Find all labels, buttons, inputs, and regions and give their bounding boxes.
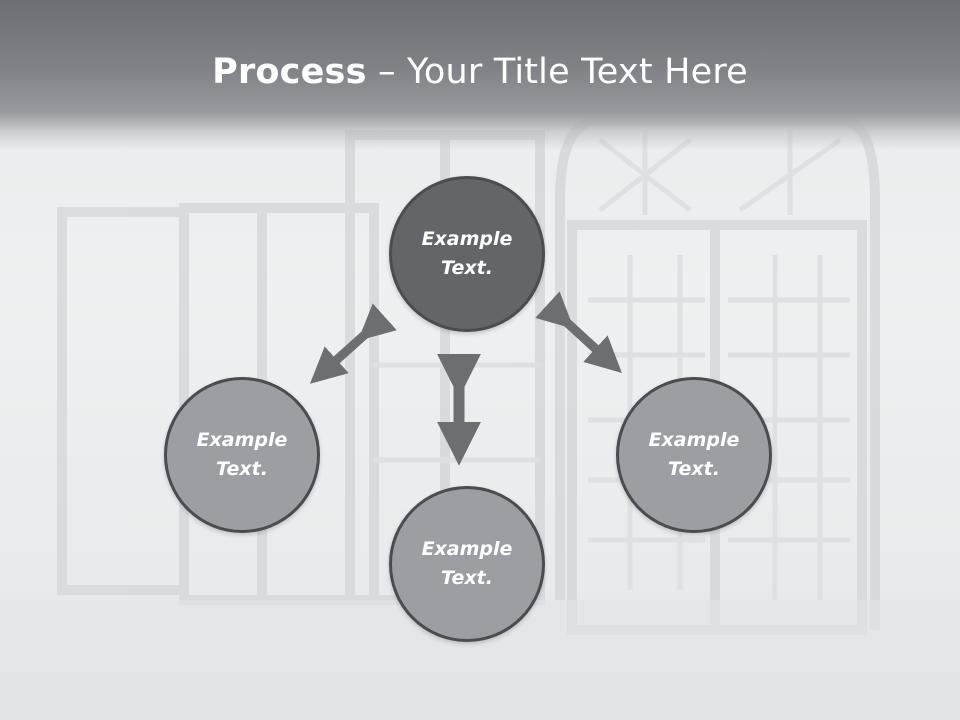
process-node-top[interactable]: Example Text. [389, 176, 545, 332]
node-left-line1: Example [196, 429, 288, 451]
node-bottom-line1: Example [421, 538, 513, 560]
node-top-line1: Example [421, 228, 513, 250]
node-left-line2: Text. [216, 458, 268, 480]
slide-title: Process – Your Title Text Here [0, 52, 960, 92]
node-right-line1: Example [648, 429, 740, 451]
title-bold-part: Process [212, 52, 367, 92]
title-band [0, 0, 960, 150]
process-node-right[interactable]: Example Text. [616, 377, 772, 533]
node-bottom-line2: Text. [441, 567, 493, 589]
node-top-line2: Text. [441, 257, 493, 279]
process-node-left[interactable]: Example Text. [164, 377, 320, 533]
node-right-line2: Text. [668, 458, 720, 480]
title-regular-part: – Your Title Text Here [366, 52, 748, 92]
process-node-bottom[interactable]: Example Text. [389, 486, 545, 642]
